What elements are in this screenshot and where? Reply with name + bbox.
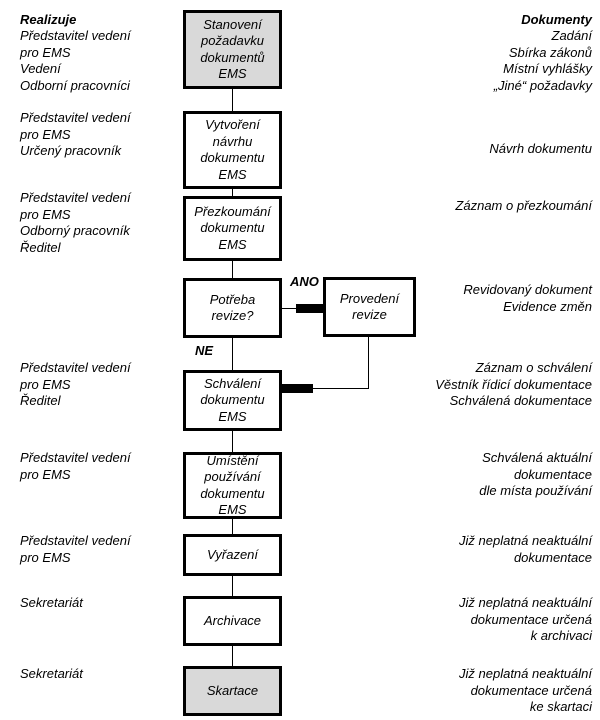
connector-vyrazeni-archivace bbox=[232, 575, 233, 597]
node-umisteni-pouzivani[interactable]: Umístění používání dokumentu EMS bbox=[183, 452, 282, 519]
right-docs-stanoveni: Zadání Sbírka zákonů Místní vyhlášky „Ji… bbox=[493, 28, 592, 93]
node-schvaleni-dokumentu[interactable]: Schválení dokumentu EMS bbox=[183, 370, 282, 431]
connector-provedeni-down bbox=[368, 337, 369, 388]
node-potreba-revize-decision[interactable]: Potřeba revize? bbox=[183, 278, 282, 338]
node-vytvoreni-navrhu[interactable]: Vytvoření návrhu dokumentu EMS bbox=[183, 111, 282, 189]
left-roles-archivace: Sekretariát bbox=[20, 595, 83, 610]
left-column-header: Realizuje bbox=[20, 12, 77, 27]
connector-potreba-schvaleni bbox=[232, 338, 233, 370]
node-vyrazeni[interactable]: Vyřazení bbox=[183, 534, 282, 576]
right-docs-vytvoreni: Návrh dokumentu bbox=[489, 141, 592, 156]
branch-label-ne: NE bbox=[194, 343, 215, 358]
right-docs-umisteni: Schválená aktuální dokumentace dle místa… bbox=[479, 450, 592, 498]
left-roles-vyrazeni: Představitel vedení pro EMS bbox=[20, 533, 131, 565]
connector-archivace-skartace bbox=[232, 645, 233, 667]
left-roles-umisteni: Představitel vedení pro EMS bbox=[20, 450, 131, 482]
node-provedeni-revize[interactable]: Provedení revize bbox=[323, 277, 416, 337]
right-docs-prezkoumani: Záznam o přezkoumání bbox=[455, 198, 592, 213]
connector-provedeni-to-schvaleni bbox=[282, 388, 369, 389]
node-skartace[interactable]: Skartace bbox=[183, 666, 282, 716]
node-stanoveni-pozadavku[interactable]: Stanovení požadavku dokumentů EMS bbox=[183, 10, 282, 89]
branch-label-ano: ANO bbox=[289, 274, 320, 289]
connector-schvaleni-umisteni bbox=[232, 430, 233, 453]
left-roles-vytvoreni: Představitel vedení pro EMS Určený praco… bbox=[20, 110, 131, 158]
right-docs-schvaleni: Záznam o schválení Věstník řídicí dokume… bbox=[435, 360, 592, 408]
left-roles-skartace: Sekretariát bbox=[20, 666, 83, 681]
right-docs-archivace: Již neplatná neaktuální dokumentace urče… bbox=[459, 595, 592, 643]
right-column-header: Dokumenty bbox=[521, 12, 592, 27]
right-docs-vyrazeni: Již neplatná neaktuální dokumentace bbox=[459, 533, 592, 565]
connector-stanoveni-vytvoreni bbox=[232, 88, 233, 112]
left-roles-stanoveni: Představitel vedení pro EMS Vedení Odbor… bbox=[20, 28, 131, 93]
connector-prezkoumani-potreba bbox=[232, 260, 233, 279]
left-roles-schvaleni: Představitel vedení pro EMS Ředitel bbox=[20, 360, 131, 408]
right-docs-revize: Revidovaný dokument Evidence změn bbox=[463, 282, 592, 314]
connector-umisteni-vyrazeni bbox=[232, 518, 233, 535]
arrowhead-to-provedeni bbox=[296, 304, 324, 313]
node-prezkoumani-dokumentu[interactable]: Přezkoumání dokumentu EMS bbox=[183, 196, 282, 261]
node-archivace[interactable]: Archivace bbox=[183, 596, 282, 646]
arrowhead-to-schvaleni bbox=[281, 384, 313, 393]
right-docs-skartace: Již neplatná neaktuální dokumentace urče… bbox=[459, 666, 592, 714]
left-roles-prezkoumani: Představitel vedení pro EMS Odborný prac… bbox=[20, 190, 131, 255]
